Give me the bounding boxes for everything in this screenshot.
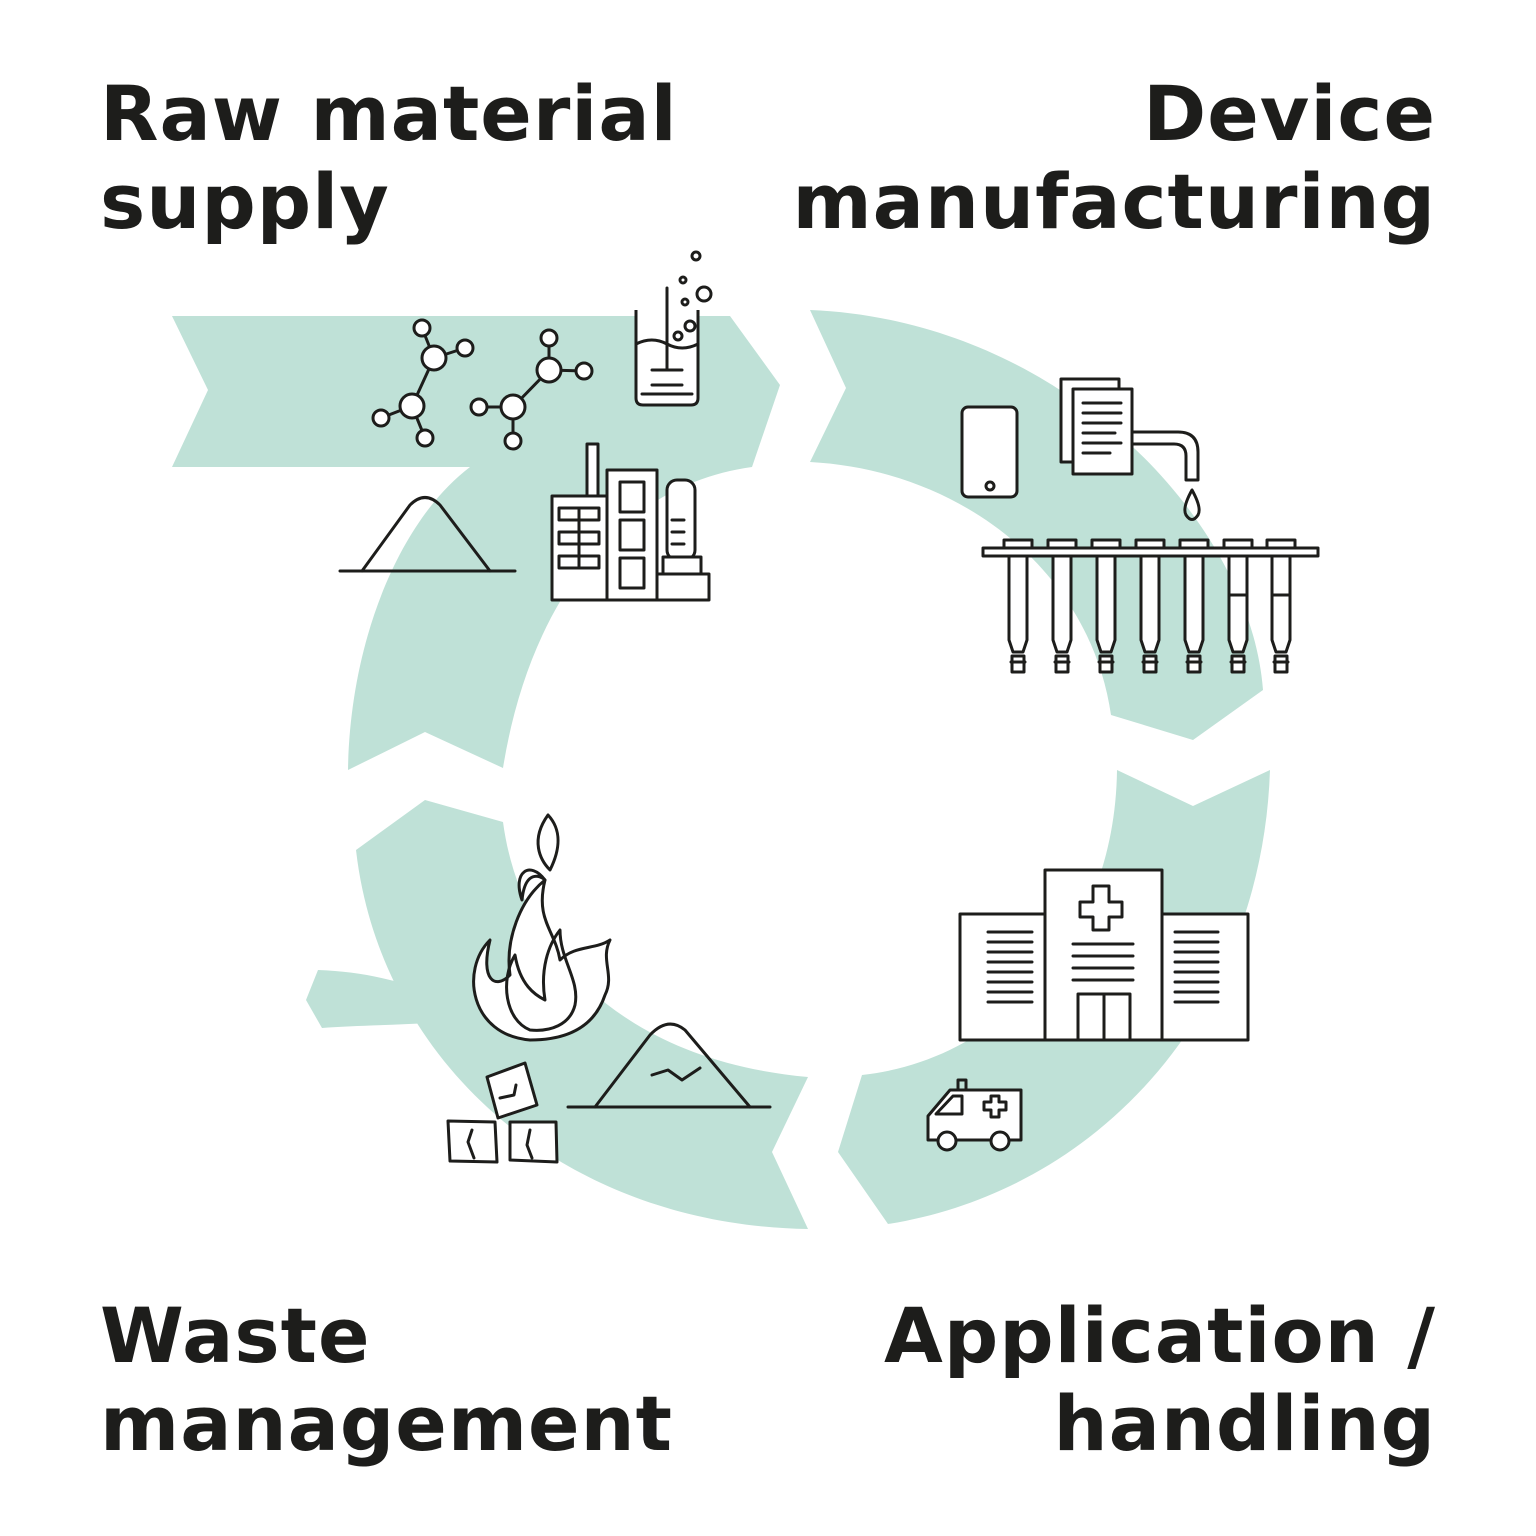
stage-label-line: Waste (100, 1291, 371, 1380)
sand-pile-icon (338, 496, 517, 573)
test-tube-icon (1222, 538, 1254, 674)
test-tube-icon (1265, 538, 1297, 674)
stage-label-line: Application / (884, 1291, 1436, 1380)
ash-pile-icon (566, 1022, 772, 1109)
hospital-icon (958, 868, 1250, 1042)
test-tube-icon (1134, 538, 1166, 674)
tablet-icon (960, 405, 1019, 499)
documents-icon (1059, 377, 1134, 476)
beaker-icon (634, 250, 713, 407)
stage-label-line: manufacturing (792, 157, 1436, 246)
fire-icon (472, 813, 612, 1042)
stage-label-waste-management: Waste management (100, 1292, 673, 1468)
molecule-icon (371, 318, 475, 448)
stage-label-line: handling (1053, 1379, 1436, 1468)
arrow-raw-material (172, 316, 780, 770)
arrow-device-manufacturing (810, 310, 1263, 740)
test-tube-icon (1002, 538, 1034, 674)
test-tube-icon (1090, 538, 1122, 674)
test-tube-icon (1178, 538, 1210, 674)
debris-blocks-icon (446, 1061, 559, 1164)
stage-label-raw-material-supply: Raw material supply (100, 70, 678, 246)
stage-label-line: Raw material (100, 69, 678, 158)
factory-icon (550, 442, 711, 602)
faucet-drop-icon (1130, 430, 1201, 521)
molecule-icon (469, 328, 594, 451)
stage-label-device-manufacturing: Device manufacturing (792, 70, 1436, 246)
ambulance-icon (926, 1078, 1023, 1152)
stage-label-line: supply (100, 157, 390, 246)
test-tubes-icon (981, 538, 1320, 674)
stage-label-application-handling: Application / handling (884, 1292, 1436, 1468)
stage-label-line: Device (1143, 69, 1436, 158)
stage-label-line: management (100, 1379, 673, 1468)
test-tube-icon (1046, 538, 1078, 674)
